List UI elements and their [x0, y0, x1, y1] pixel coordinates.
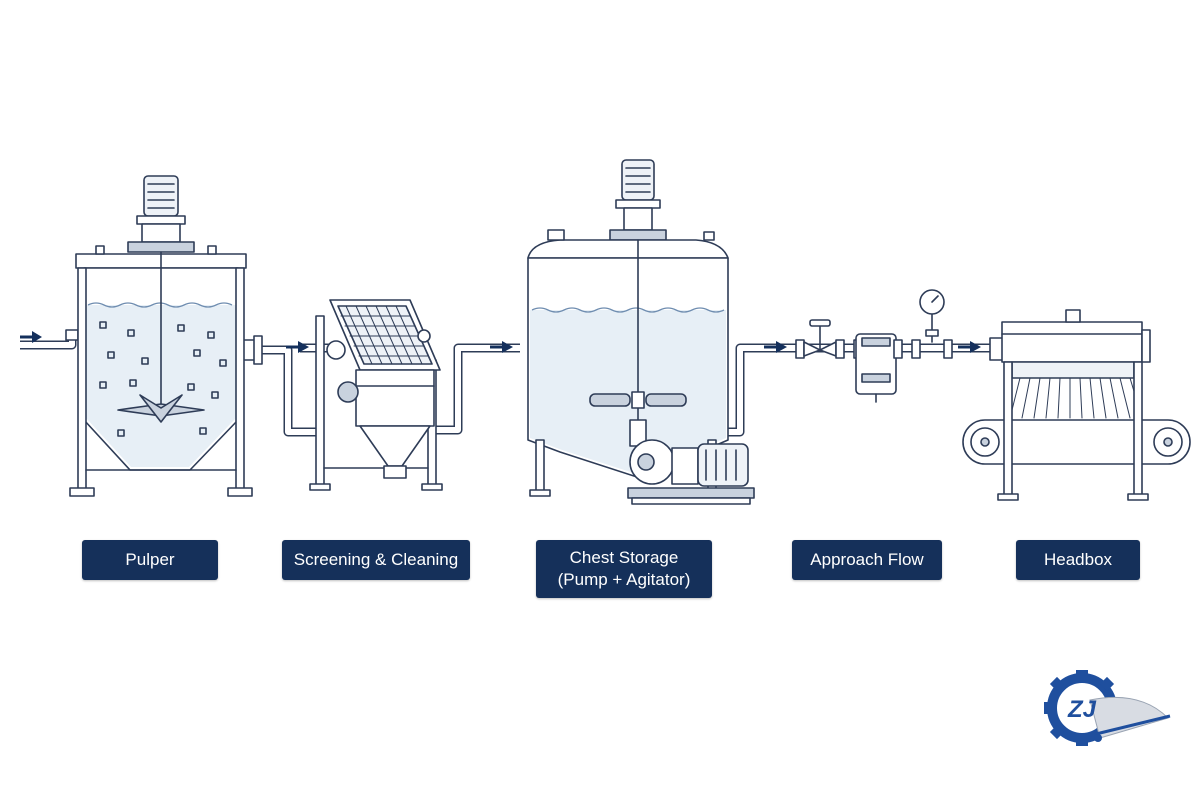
stage-label-text: Approach Flow [810, 550, 924, 569]
headbox-illustration [962, 309, 1191, 501]
pulper-motor [143, 175, 179, 217]
logo-text: ZJ [1067, 696, 1097, 723]
pulper-illustration [69, 175, 263, 497]
flow-arrow-inlet [20, 331, 42, 343]
stage-label-text: Headbox [1043, 550, 1113, 569]
stage-label-approach-flow: Approach Flow [792, 540, 942, 580]
brand-logo: ZJ [1044, 670, 1171, 746]
pressure-gauge [911, 289, 953, 359]
agitator-motor [621, 159, 655, 201]
gear-logo-icon [1044, 670, 1171, 746]
stage-label-text: Screening & Cleaning [293, 550, 459, 569]
pulp-flakes [99, 321, 227, 437]
flow-arrow-to-headbox [958, 341, 981, 353]
flow-arrow-to-chest [490, 341, 513, 353]
approach-flow-illustration [795, 289, 953, 403]
flow-arrow-to-screen [286, 341, 309, 353]
transfer-pump [627, 419, 755, 505]
screen-mesh [340, 305, 429, 365]
chest-storage-illustration [527, 159, 755, 505]
inline-filter [853, 333, 903, 403]
slice-jets [1009, 377, 1143, 419]
screening-cleaning-illustration [309, 299, 443, 491]
stage-label-text: Pulper [125, 550, 175, 569]
stage-label-headbox: Headbox [1016, 540, 1140, 580]
stage-label-chest-storage: Chest Storage (Pump + Agitator) [536, 540, 712, 598]
stage-label-subtext: (Pump + Agitator) [557, 570, 691, 589]
gate-valve [795, 319, 845, 359]
screen-drive [337, 381, 359, 403]
flow-arrows [20, 331, 981, 353]
stage-label-screening: Screening & Cleaning [282, 540, 470, 580]
stage-label-pulper: Pulper [82, 540, 218, 580]
flow-arrow-to-approach [764, 341, 787, 353]
stage-label-text: Chest Storage [569, 548, 679, 567]
